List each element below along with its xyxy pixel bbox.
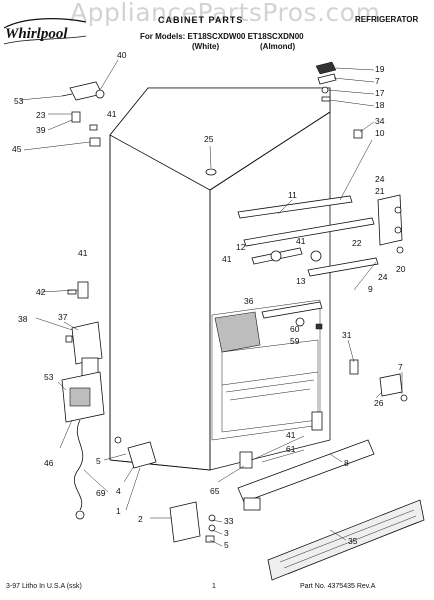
watermark-text: AppliancePartsPros.com [70, 0, 381, 27]
callout-label: 42 [36, 287, 46, 297]
callout-label: 53 [14, 96, 24, 106]
callout-label: 37 [58, 312, 68, 322]
callout-label: 24 [375, 174, 385, 184]
callout-label: 7 [398, 362, 403, 372]
callout-label: 41 [296, 236, 306, 246]
left-side-parts [61, 281, 105, 520]
callout-label: 21 [375, 186, 385, 196]
callout-labels: 40 53 23 39 41 45 19 7 17 18 34 10 25 11… [12, 50, 406, 550]
callout-label: 24 [378, 272, 388, 282]
callout-label: 38 [18, 314, 28, 324]
callout-label: 65 [210, 486, 220, 496]
callout-label: 12 [236, 242, 246, 252]
callout-label: 22 [352, 238, 362, 248]
brand-swoosh-icon [3, 18, 87, 45]
callout-label: 2 [138, 514, 143, 524]
callout-label: 26 [374, 398, 384, 408]
footer-part-number: Part No. 4375435 Rev.A [300, 583, 376, 590]
callout-label: 20 [396, 264, 406, 274]
top-hinge-assembly [315, 61, 363, 139]
color-white-label: (White) [192, 42, 220, 51]
brand-wordmark: Whirlpool [5, 26, 68, 42]
callout-label: 10 [375, 128, 385, 138]
callout-label: 4 [116, 486, 121, 496]
callout-label: 8 [344, 458, 349, 468]
model-numbers: For Models: ET18SCXDW00 ET18SCXDN00 [140, 32, 304, 41]
callout-label: 41 [222, 254, 232, 264]
callout-label: 5 [96, 456, 101, 466]
callout-label: 3 [224, 528, 229, 538]
callout-label: 39 [36, 125, 46, 135]
callout-label: 40 [117, 50, 127, 60]
cabinet-body [109, 87, 379, 471]
callout-label: 69 [96, 488, 106, 498]
color-almond-label: (Almond) [260, 42, 296, 51]
callout-label: 5 [224, 540, 229, 550]
appliance-category: REFRIGERATOR [355, 15, 419, 24]
callout-label: 19 [375, 64, 385, 74]
callout-label: 18 [375, 100, 385, 110]
callout-label: 31 [342, 330, 352, 340]
callout-label: 35 [348, 536, 358, 546]
callout-label: 17 [375, 88, 385, 98]
brand-logo: Whirlpool [2, 16, 88, 46]
callout-label: 7 [375, 76, 380, 86]
footer-page-number: 1 [212, 583, 216, 590]
callout-label: 11 [288, 190, 297, 200]
callout-label: 36 [244, 296, 254, 306]
footer-print-info: 3-97 Litho In U.S.A (ssk) [6, 583, 82, 590]
diagram-title: CABINET PARTS [158, 15, 244, 25]
right-brackets [349, 194, 408, 402]
callout-label: 9 [368, 284, 373, 294]
leader-lines [19, 59, 403, 547]
callout-label: 45 [12, 144, 22, 154]
callout-label: 34 [375, 116, 385, 126]
callout-label: 59 [290, 336, 300, 346]
callout-label: 13 [296, 276, 306, 286]
callout-label: 61 [286, 444, 296, 454]
callout-label: 53 [44, 372, 54, 382]
upper-left-hinge [61, 81, 105, 147]
callout-label: 41 [107, 109, 117, 119]
callout-label: 60 [290, 324, 300, 334]
callout-label: 41 [286, 430, 296, 440]
callout-label: 46 [44, 458, 54, 468]
callout-label: 1 [116, 506, 121, 516]
callout-label: 41 [78, 248, 88, 258]
callout-label: 23 [36, 110, 46, 120]
callout-label: 25 [204, 134, 214, 144]
callout-label: 33 [224, 516, 234, 526]
